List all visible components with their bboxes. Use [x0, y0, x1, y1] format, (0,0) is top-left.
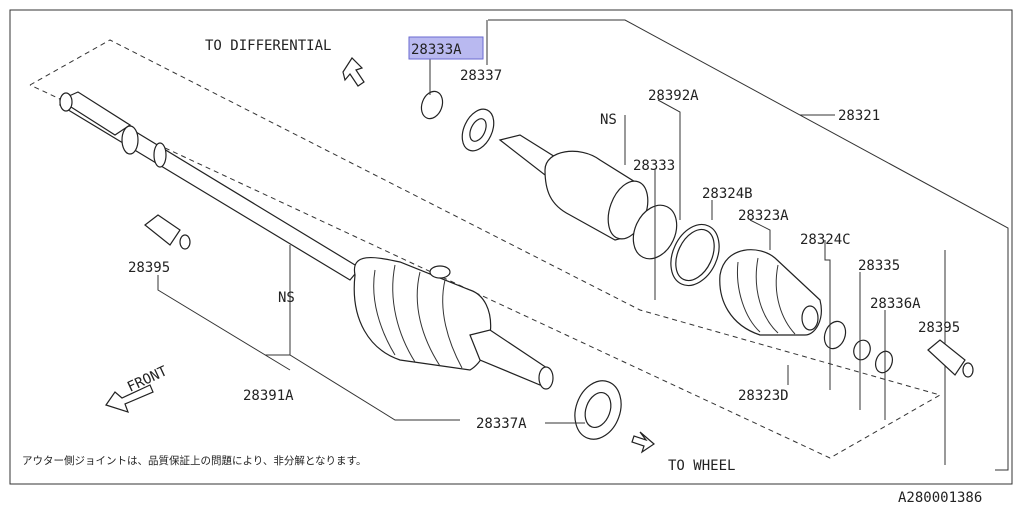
part-label-28323D[interactable]: 28323D [738, 388, 789, 404]
inner-boot-small-end [801, 305, 819, 331]
dashed-envelope [29, 39, 942, 459]
inner-boot-28323A [719, 249, 822, 336]
figure-code: A280001386 [898, 490, 982, 506]
snap-ring-28335 [853, 339, 871, 361]
label-to-wheel: TO WHEEL [668, 458, 735, 474]
washer-28337A-hole [584, 391, 612, 429]
boot-clamp-top [429, 265, 451, 279]
diagram-frame [9, 9, 1013, 485]
shaft-collar [121, 125, 139, 155]
part-label-28337[interactable]: 28337 [460, 68, 502, 84]
assembly-bracket-28321 [488, 19, 1009, 471]
part-label-28333A[interactable]: 28333A [411, 42, 462, 58]
outer-joint-stub-end [538, 366, 554, 390]
snap-ring-28333A [420, 90, 444, 120]
leader-28391A [265, 354, 460, 421]
boot-rib-4 [442, 279, 463, 369]
washer-28337-hole [469, 118, 487, 142]
part-label-28321[interactable]: 28321 [838, 108, 880, 124]
shaft-collar-2 [153, 142, 167, 168]
part-label-28324B[interactable]: 28324B [702, 186, 753, 202]
clamp-28324C [823, 320, 847, 350]
arrow-to-wheel [631, 431, 655, 454]
leader-28395-left [157, 275, 291, 371]
damper-28395-right-end [962, 362, 974, 378]
shaft-spline-end [58, 91, 132, 136]
inner-boot-rib-3 [775, 264, 796, 335]
label-to-differential: TO DIFFERENTIAL [205, 38, 331, 54]
leader-28323A [749, 219, 771, 250]
disassembly-note: アウター側ジョイントは、品質保証上の問題により、非分解となります。 [22, 454, 367, 467]
damper-28395-left-end [179, 234, 191, 250]
inner-boot-rib-2 [755, 257, 779, 334]
part-label-28395-left[interactable]: 28395 [128, 260, 170, 276]
damper-28395-right [927, 339, 966, 376]
part-label-ns-mid: NS [278, 290, 295, 306]
boot-rib-1 [373, 269, 396, 356]
shaft-end [59, 92, 73, 112]
part-label-28395-right[interactable]: 28395 [918, 320, 960, 336]
leader-28324C [824, 240, 831, 390]
part-label-28391A[interactable]: 28391A [243, 388, 294, 404]
boot-rib-3 [416, 271, 441, 367]
part-label-28323A[interactable]: 28323A [738, 208, 789, 224]
part-label-ns-top: NS [600, 112, 617, 128]
damper-28395-left [144, 214, 181, 246]
highlight-28333A [408, 36, 484, 60]
outer-joint-stub [469, 329, 551, 386]
clamp-band-28324B-inner [675, 228, 715, 282]
part-label-28335[interactable]: 28335 [858, 258, 900, 274]
leader-28392A [657, 99, 681, 220]
arrow-to-differential [342, 57, 365, 87]
ring-28336A [874, 350, 894, 374]
boot-rib-2 [392, 264, 416, 363]
part-label-28336A[interactable]: 28336A [870, 296, 921, 312]
part-label-28324C[interactable]: 28324C [800, 232, 851, 248]
part-label-28337A[interactable]: 28337A [476, 416, 527, 432]
part-label-28333[interactable]: 28333 [633, 158, 675, 174]
inner-boot-rib-1 [736, 261, 761, 333]
part-label-28392A[interactable]: 28392A [648, 88, 699, 104]
arrow-front [105, 384, 154, 413]
